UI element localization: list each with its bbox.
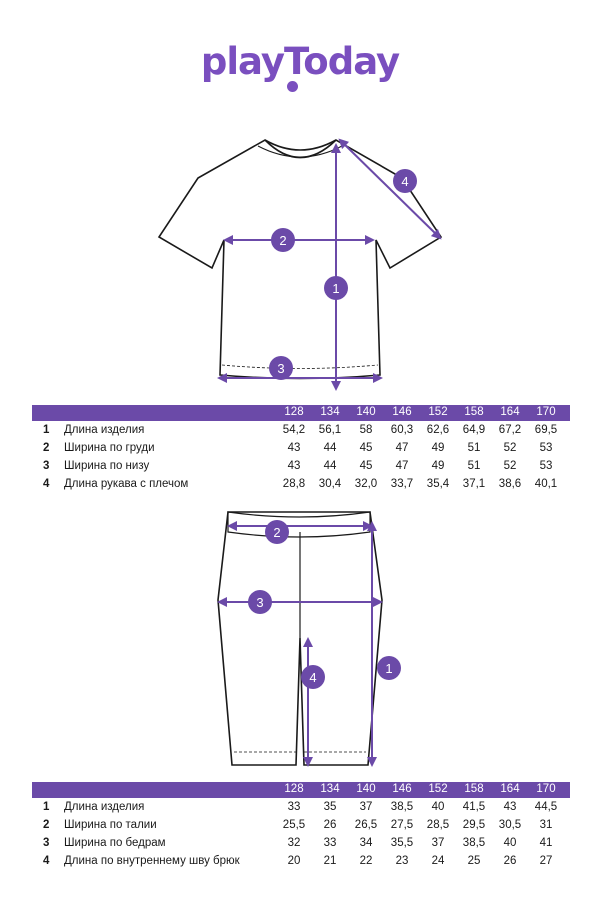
table-header: 128 134 140 146 152 158 164 170	[32, 405, 570, 421]
size-header: 170	[536, 406, 556, 418]
logo-dot	[287, 81, 298, 92]
svg-text:1: 1	[385, 661, 392, 676]
svg-text:4: 4	[309, 670, 316, 685]
size-header: 152	[428, 406, 448, 418]
svg-text:3: 3	[277, 361, 284, 376]
svg-text:2: 2	[273, 525, 280, 540]
tshirt-marker-4: 4	[393, 169, 417, 193]
size-header: 134	[320, 406, 340, 418]
size-header: 158	[464, 406, 484, 418]
tshirt-marker-3: 3	[269, 356, 293, 380]
svg-text:1: 1	[332, 281, 339, 296]
svg-text:3: 3	[256, 595, 263, 610]
size-header: 164	[500, 783, 520, 795]
size-header: 164	[500, 406, 520, 418]
tshirt-marker-1: 1	[324, 276, 348, 300]
size-header: 128	[284, 783, 304, 795]
shorts-marker-2: 2	[265, 520, 289, 544]
brand-logo: playToday	[200, 40, 400, 83]
shorts-outline	[217, 511, 383, 766]
tshirt-marker-2: 2	[271, 228, 295, 252]
size-header: 158	[464, 783, 484, 795]
size-header: 146	[392, 406, 412, 418]
size-header: 140	[356, 783, 376, 795]
size-header: 128	[284, 406, 304, 418]
svg-text:2: 2	[279, 233, 286, 248]
table-header: 128 134 140 146 152 158 164 170	[32, 782, 570, 798]
svg-text:4: 4	[401, 174, 408, 189]
shorts-marker-3: 3	[248, 590, 272, 614]
size-header: 146	[392, 783, 412, 795]
shorts-marker-1: 1	[377, 656, 401, 680]
shorts-diagram: 1 2 3 4	[217, 511, 401, 767]
size-header: 134	[320, 783, 340, 795]
size-header: 170	[536, 783, 556, 795]
tshirt-diagram: 1 2 3 4	[157, 138, 443, 391]
shorts-marker-4: 4	[301, 665, 325, 689]
size-header: 152	[428, 783, 448, 795]
size-header: 140	[356, 406, 376, 418]
